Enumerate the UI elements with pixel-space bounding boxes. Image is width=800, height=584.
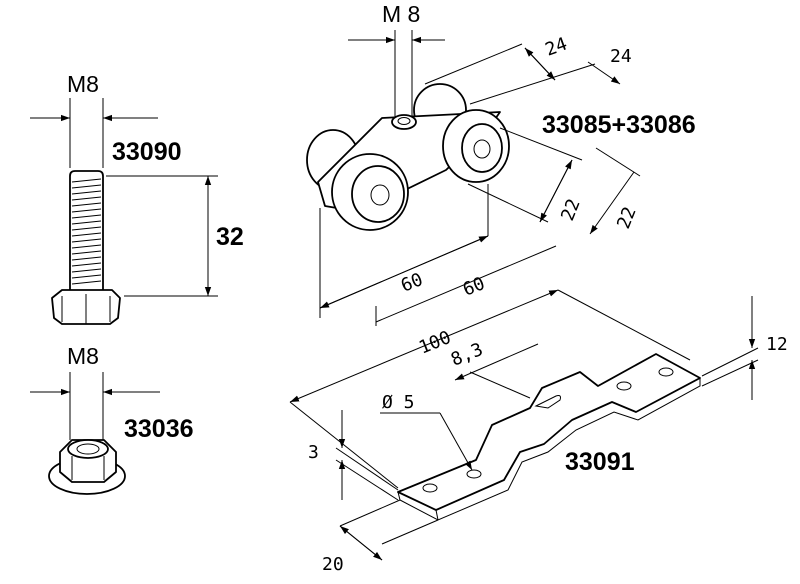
- bracket-thickness-label: 3: [308, 442, 319, 463]
- bracket-slot-label: 8,3: [448, 339, 486, 371]
- trolley-code: 33085+33086: [542, 111, 696, 139]
- bolt-code: 33090: [112, 138, 182, 166]
- bracket-hole-label: Ø 5: [382, 392, 415, 413]
- bracket-width-label: 20: [322, 554, 344, 575]
- bolt-33090: M8 33090 32: [30, 71, 244, 325]
- trolley-33085-33086: M 8 24 24 33085+33086: [306, 1, 696, 326]
- trolley-dim-22b: 22: [613, 204, 641, 232]
- trolley-dim-24b: 24: [610, 46, 632, 67]
- nut-33036: M8 33036: [30, 343, 194, 495]
- bolt-thread-lines: [71, 178, 102, 285]
- nut-thread-label: M8: [67, 343, 99, 369]
- bolt-thread-label: M8: [67, 71, 99, 97]
- bracket-height-label: 12: [766, 334, 788, 355]
- nut-code: 33036: [124, 415, 194, 443]
- trolley-dim-22a: 22: [557, 196, 585, 224]
- bracket-33091: 100 8,3 Ø 5 33091 12 3: [289, 289, 788, 575]
- bracket-code: 33091: [565, 448, 635, 476]
- trolley-dim-24a: 24: [543, 34, 571, 61]
- trolley-thread-label: M 8: [382, 1, 420, 27]
- trolley-dim-60b: 60: [460, 273, 488, 301]
- bolt-length-label: 32: [216, 223, 244, 251]
